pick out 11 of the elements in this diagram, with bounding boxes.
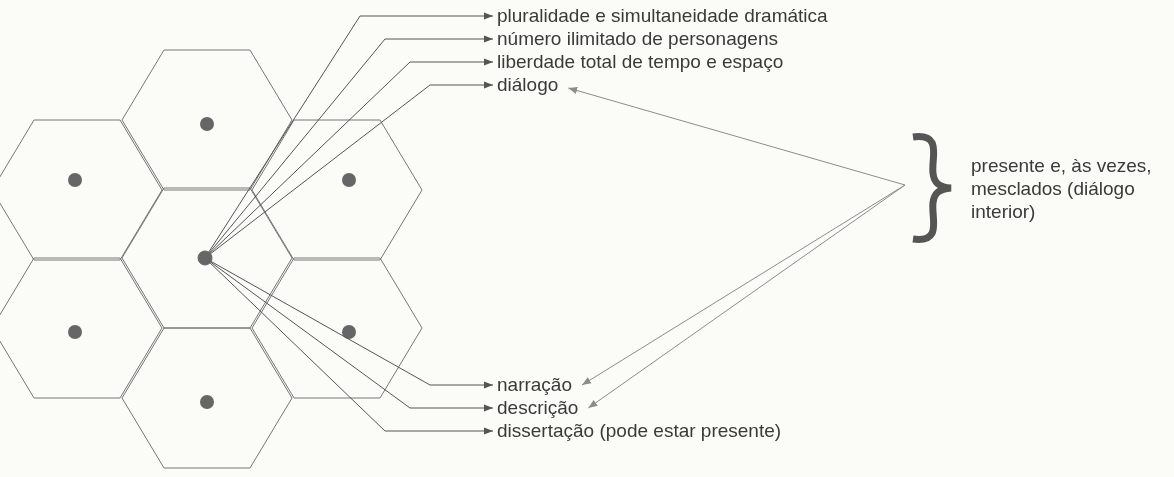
item-label: pluralidade e simultaneidade dramática (497, 5, 828, 27)
arrow (210, 260, 494, 389)
item-label: número ilimitado de personagens (497, 28, 778, 50)
item-label: descrição (497, 397, 579, 419)
center-dot (197, 250, 213, 266)
note-text: presente e, às vezes, mesclados (diálogo interior) (971, 153, 1153, 223)
item-label: liberdade total de tempo e espaço (497, 51, 784, 73)
item-label: diálogo (497, 74, 559, 96)
item-label: dissertação (pode estar presente) (497, 420, 782, 442)
item-label: narração (497, 374, 572, 396)
arrow (567, 87, 906, 186)
